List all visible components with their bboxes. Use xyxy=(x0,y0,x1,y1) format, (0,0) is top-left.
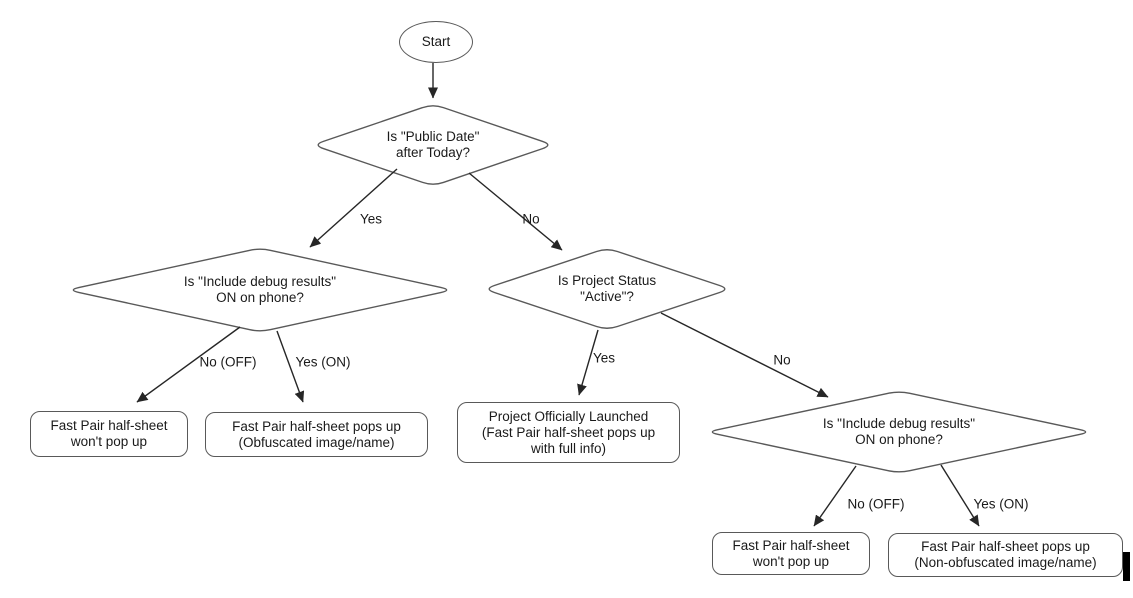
node-debug-left-decision: Is "Include debug results" ON on phone? xyxy=(140,269,380,311)
node-debug-right-decision: Is "Include debug results" ON on phone? xyxy=(779,411,1019,453)
edge-label-debug-right-no-off: No (OFF) xyxy=(847,496,905,512)
edge-label-debug-left-yes-on: Yes (ON) xyxy=(295,354,351,370)
arrow-project-status-yes xyxy=(577,329,599,396)
node-non-obfuscated-popup: Fast Pair half-sheet pops up (Non-obfusc… xyxy=(888,533,1123,577)
edge-label-debug-left-no-off: No (OFF) xyxy=(199,354,257,370)
node-public-date-label: Is "Public Date" after Today? xyxy=(386,129,480,160)
node-start: Start xyxy=(399,21,473,63)
node-public-date-decision: Is "Public Date" after Today? xyxy=(323,124,543,166)
node-project-status-label: Is Project Status "Active"? xyxy=(557,273,657,304)
diamond-project-status xyxy=(488,249,726,329)
diamond-public-date xyxy=(317,105,549,185)
node-debug-right-label: Is "Include debug results" ON on phone? xyxy=(822,416,976,447)
node-no-popup-left-label: Fast Pair half-sheet won't pop up xyxy=(50,418,168,449)
diamond-debug-left xyxy=(72,248,448,332)
arrow-project-status-no xyxy=(660,312,829,398)
node-project-launched-label: Project Officially Launched (Fast Pair h… xyxy=(481,408,656,456)
arrow-debug-right-no-off xyxy=(813,465,857,527)
node-no-popup-left: Fast Pair half-sheet won't pop up xyxy=(30,411,188,457)
arrow-debug-left-no-off xyxy=(136,326,241,403)
node-debug-left-label: Is "Include debug results" ON on phone? xyxy=(183,274,337,305)
edge-label-debug-right-yes-on: Yes (ON) xyxy=(973,496,1029,512)
edge-label-public-date-yes: Yes xyxy=(359,211,383,227)
node-obfuscated-popup: Fast Pair half-sheet pops up (Obfuscated… xyxy=(205,412,428,457)
arrow-public-date-no xyxy=(468,172,563,251)
arrow-debug-right-yes-on xyxy=(940,464,980,527)
node-project-status-decision: Is Project Status "Active"? xyxy=(497,268,717,310)
node-no-popup-right-label: Fast Pair half-sheet won't pop up xyxy=(732,537,850,569)
node-start-label: Start xyxy=(421,34,451,49)
diamond-debug-right xyxy=(711,391,1087,473)
node-no-popup-right: Fast Pair half-sheet won't pop up xyxy=(712,532,870,575)
node-non-obfuscated-popup-label: Fast Pair half-sheet pops up (Non-obfusc… xyxy=(914,539,1097,570)
arrow-debug-left-yes-on xyxy=(276,330,305,403)
edge-label-project-status-yes: Yes xyxy=(592,350,616,366)
node-obfuscated-popup-label: Fast Pair half-sheet pops up (Obfuscated… xyxy=(232,418,401,450)
edge-label-project-status-no: No xyxy=(773,352,791,368)
edge-label-public-date-no: No xyxy=(522,211,540,227)
node-project-launched: Project Officially Launched (Fast Pair h… xyxy=(457,402,680,463)
text-cursor-artifact xyxy=(1123,552,1130,581)
arrow-public-date-yes xyxy=(309,168,398,248)
